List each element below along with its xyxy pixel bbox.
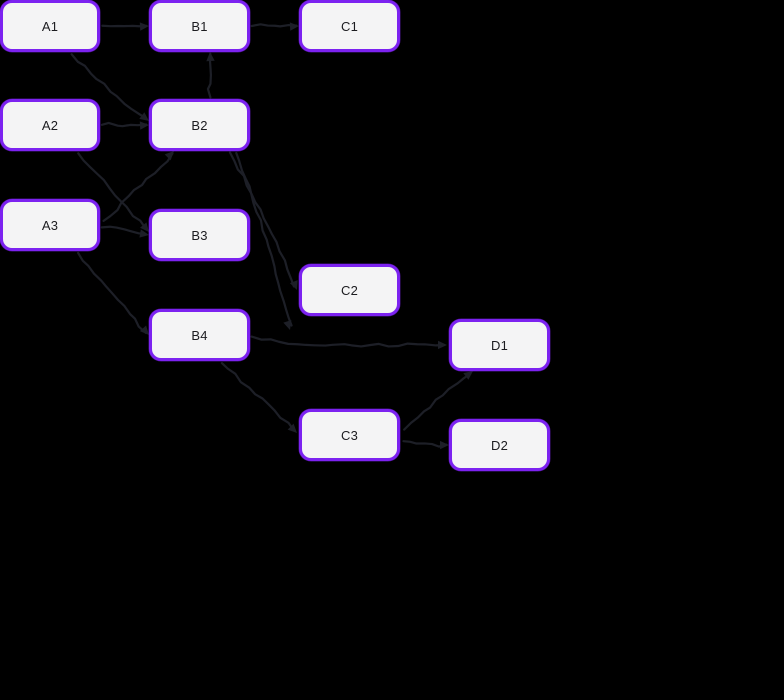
edge-a1-to-b1: [101, 22, 149, 31]
edge-arrowhead: [287, 423, 297, 433]
edge-arrowhead: [439, 440, 449, 450]
node-label: A2: [41, 117, 59, 133]
edge-b1-to-c1: [250, 22, 299, 31]
edge-line: [402, 440, 448, 448]
node-d2[interactable]: D2: [449, 419, 550, 471]
edge-line: [101, 24, 148, 28]
node-label: B3: [191, 227, 208, 243]
node-label: A1: [41, 18, 59, 34]
edge-arrowhead: [289, 22, 299, 31]
node-b2[interactable]: B2: [149, 99, 250, 151]
node-label: B2: [191, 117, 208, 133]
node-c1[interactable]: C1: [299, 0, 400, 52]
edge-line: [250, 335, 446, 348]
edge-arrowhead: [289, 280, 298, 290]
edge-b4-to-c3: [220, 362, 297, 433]
node-label: D2: [490, 437, 509, 453]
node-label: C1: [340, 18, 359, 34]
edge-arrowhead: [139, 325, 149, 335]
node-d1[interactable]: D1: [449, 319, 550, 371]
edge-b4-to-d1: [250, 335, 447, 350]
edge-line: [77, 251, 148, 335]
edge-arrowhead: [283, 320, 292, 330]
edge-line: [220, 362, 295, 432]
edge-arrowhead: [139, 121, 149, 130]
edge-arrowhead: [164, 151, 174, 161]
edge-arrowhead: [139, 22, 149, 31]
node-label: B4: [191, 327, 208, 343]
edge-a2-to-b2: [100, 121, 149, 130]
node-label: C2: [340, 282, 359, 298]
edge-arrowhead: [463, 371, 473, 380]
edge-arrowhead: [139, 112, 149, 121]
node-label: C3: [340, 427, 359, 443]
edge-arrowhead: [139, 229, 149, 238]
edge-a3-to-b3: [100, 225, 149, 238]
node-label: D1: [490, 337, 509, 353]
edge-arrowhead: [437, 340, 447, 350]
node-c3[interactable]: C3: [299, 409, 400, 461]
edge-arrowhead: [206, 52, 215, 62]
edge-c3-to-d2: [402, 440, 449, 450]
edge-line: [100, 225, 147, 236]
node-a3[interactable]: A3: [0, 199, 100, 251]
edge-line: [206, 52, 212, 99]
edge-arrowhead: [140, 222, 149, 232]
node-b4[interactable]: B4: [149, 309, 250, 361]
node-label: B1: [191, 18, 208, 34]
node-b3[interactable]: B3: [149, 209, 250, 261]
edge-line: [250, 23, 298, 28]
edge-a3-to-b4: [77, 251, 149, 335]
node-b1[interactable]: B1: [149, 0, 250, 52]
node-a2[interactable]: A2: [0, 99, 100, 151]
node-c2[interactable]: C2: [299, 264, 400, 316]
node-label: A3: [41, 217, 59, 233]
node-a1[interactable]: A1: [0, 0, 100, 52]
edge-b2-to-b1: [206, 52, 215, 99]
edge-line: [100, 121, 148, 128]
